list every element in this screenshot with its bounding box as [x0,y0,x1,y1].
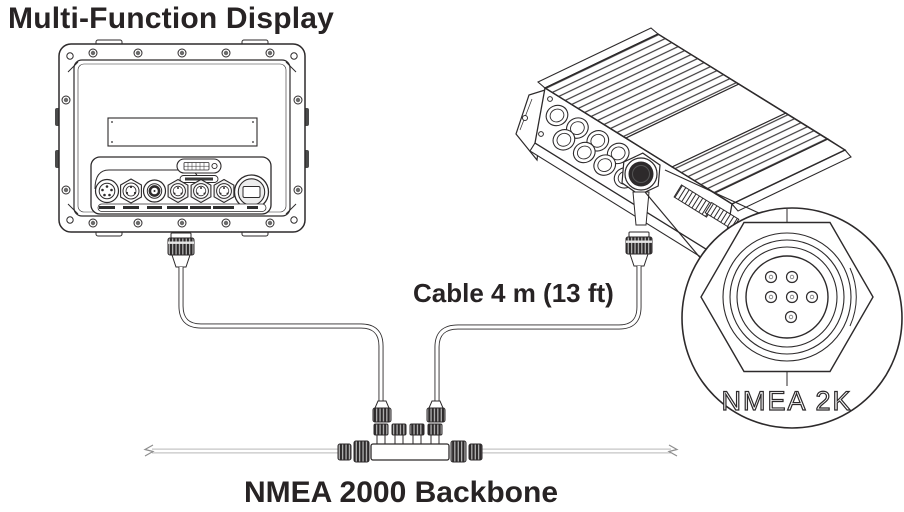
drop-plug-collar [374,400,390,409]
coax-connector [142,179,167,203]
mfd-label-plate [107,117,258,147]
hex-connector [213,178,235,204]
tee-top-ports [373,423,443,445]
nmea2k-port [621,152,661,226]
mfd-drop-cable [167,232,384,402]
round-connector [120,178,142,204]
mfd-connector-panel [90,156,272,215]
nmea2k-detail-callout: NMEA 2K [681,207,903,429]
tee-body [370,443,450,461]
drop-plug-collar [428,400,444,409]
cable-break-mark-left [143,444,155,457]
sonar-module-drawing [515,27,852,268]
drop-plug-nut [372,407,392,423]
hex-connector [190,178,212,204]
hex-connector [167,178,189,204]
backbone-tee-connector [337,400,483,463]
nmea2000-backbone-cable [143,444,679,457]
connector-pins [764,270,819,324]
sonar-drop-cable [434,231,653,402]
callout-leader-lines [644,169,762,261]
network-connector [233,174,270,210]
diagram-title: Multi-Function Display [8,2,335,35]
module-front-connectors [545,104,637,189]
backbone-label: NMEA 2000 Backbone [244,476,559,509]
power-connector [94,178,120,204]
port-labels [99,206,258,209]
port-label-text [185,177,213,181]
drop-plug-nut [426,407,446,423]
cable-length-label: Cable 4 m (13 ft) [413,278,614,308]
nmea2k-callout-label: NMEA 2K [721,386,852,416]
cable-break-mark-right [667,444,679,457]
mfd-screws [61,48,303,228]
mfd-rear-drawing [55,39,309,237]
video-connector [176,158,222,174]
nmea2k-plug-stub [632,191,650,226]
